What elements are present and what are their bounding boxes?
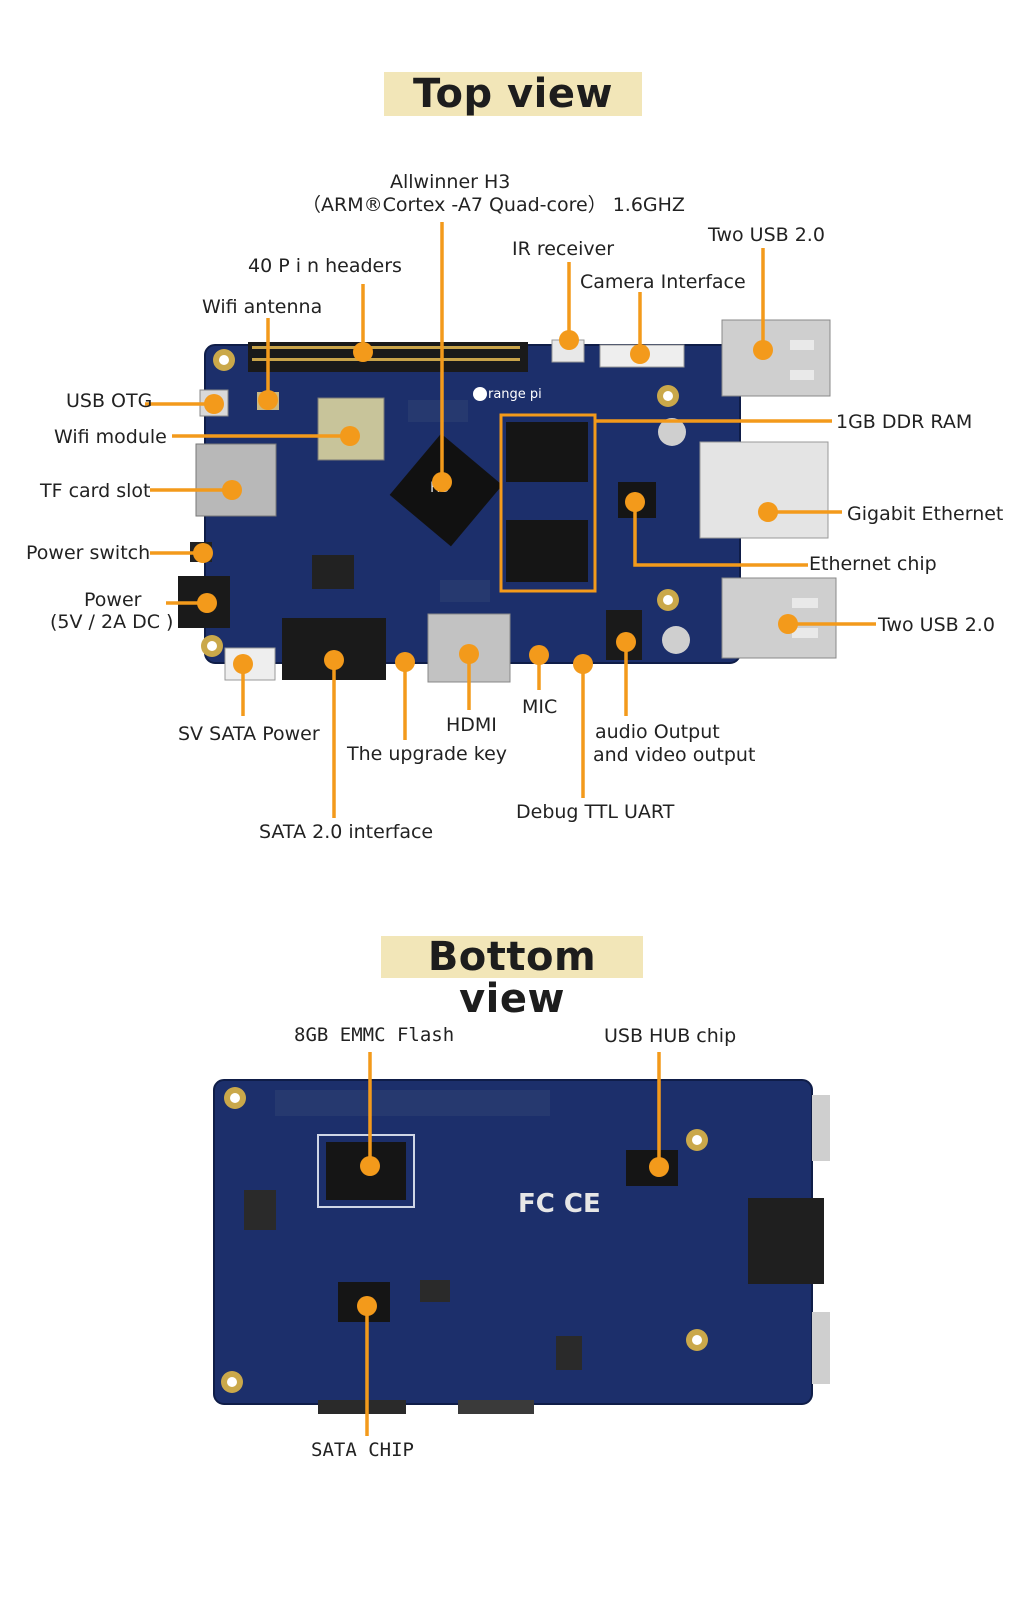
label-audio-output: audio Output (595, 721, 720, 743)
label-ethernet: Gigabit Ethernet (847, 503, 1003, 525)
certification-marks: FC CE (518, 1189, 601, 1219)
top-leaders (145, 222, 876, 818)
label-allwinner: Allwinner H3 (390, 171, 510, 193)
label-hdmi: HDMI (446, 714, 497, 736)
label-mic: MIC (522, 696, 557, 718)
top-view-title: Top view (384, 72, 642, 116)
label-ir-receiver: IR receiver (512, 238, 614, 260)
label-power-switch: Power switch (26, 542, 150, 564)
label-usb-bottom: Two USB 2.0 (877, 614, 995, 636)
label-upgrade-key: The upgrade key (346, 743, 507, 765)
label-sata-power: SV SATA Power (178, 723, 320, 745)
label-wifi-antenna: Wifi antenna (202, 296, 322, 318)
board-logo: range pi (488, 387, 542, 402)
label-ddr: 1GB DDR RAM (836, 411, 972, 433)
label-usb-top: Two USB 2.0 (707, 224, 825, 246)
bottom-pcb (214, 1080, 812, 1404)
bottom-board: FC CE (213, 1079, 830, 1414)
bottom-view-title: Bottom view (381, 936, 643, 1020)
label-power-spec: (5V / 2A DC ) (50, 611, 173, 633)
tf-card-shape (195, 443, 277, 517)
label-power: Power (84, 589, 142, 611)
bottom-leaders (357, 1052, 669, 1436)
label-emmc: 8GB EMMC Flash (294, 1024, 454, 1046)
ethernet-shape (699, 441, 829, 539)
label-usb-hub: USB HUB chip (604, 1025, 736, 1047)
label-wifi-module: Wifi module (54, 426, 167, 448)
top-board: H3 range pi (178, 319, 837, 683)
usb-top-shape (721, 319, 831, 397)
label-debug-uart: Debug TTL UART (516, 801, 675, 823)
label-camera: Camera Interface (580, 271, 746, 293)
label-sata-interface: SATA 2.0 interface (259, 821, 433, 843)
label-sata-chip: SATA CHIP (311, 1439, 414, 1461)
usb-bottom-shape (721, 577, 837, 659)
label-tf-card: TF card slot (39, 480, 151, 502)
label-usb-otg: USB OTG (66, 390, 152, 412)
label-ethernet-chip: Ethernet chip (809, 553, 937, 575)
label-video-output: and video output (593, 744, 755, 766)
label-pin-headers: 40 P i n headers (248, 255, 402, 277)
label-allwinner-spec: （ARM®Cortex -A7 Quad-core） 1.6GHZ (302, 194, 685, 216)
